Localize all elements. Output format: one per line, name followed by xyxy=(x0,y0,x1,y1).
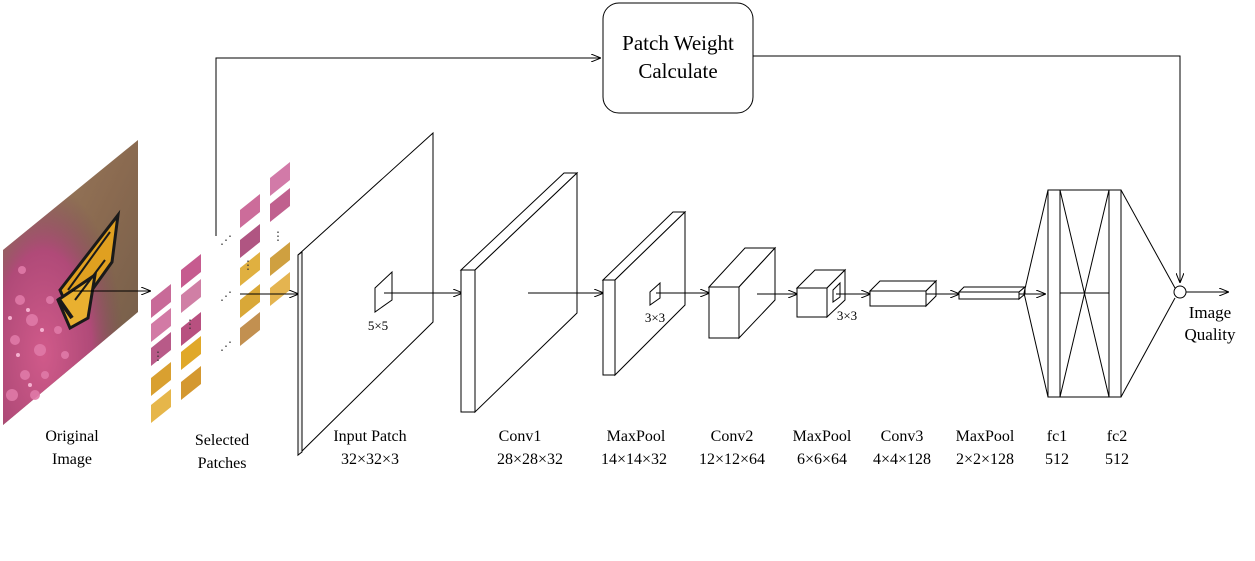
arrow-to-weight-box xyxy=(215,58,600,236)
layer-name-pool1: MaxPool xyxy=(607,428,666,445)
output-label-2: Quality xyxy=(1185,325,1236,344)
layer-name-conv3: Conv3 xyxy=(881,428,924,445)
original-image-label-1: Original xyxy=(45,428,99,445)
layer-name-conv2: Conv2 xyxy=(711,428,754,445)
fc2-block xyxy=(1108,189,1122,398)
layer-name-pool3: MaxPool xyxy=(956,428,1015,445)
layer-dims-fc2: 512 xyxy=(1105,451,1129,468)
layer-dims-conv3: 4×4×128 xyxy=(873,451,931,468)
layer-dims-pool1: 14×14×32 xyxy=(601,451,667,468)
svg-text:⋰: ⋰ xyxy=(220,339,232,353)
selected-patches-label-2: Patches xyxy=(198,455,247,472)
fc-layers xyxy=(1023,189,1176,398)
svg-text:⋮: ⋮ xyxy=(184,317,196,331)
layer-dims-conv2: 12×12×64 xyxy=(699,451,765,468)
svg-text:⋮: ⋮ xyxy=(272,229,284,243)
layer-dims-fc1: 512 xyxy=(1045,451,1069,468)
svg-text:⋰: ⋰ xyxy=(220,289,232,303)
conv2-block xyxy=(707,246,777,340)
layer-name-input: Input Patch xyxy=(333,428,406,445)
kernel-label-3x3-a: 3×3 xyxy=(645,310,665,325)
svg-text:⋮: ⋮ xyxy=(152,349,164,363)
layer-name-conv1: Conv1 xyxy=(499,428,542,445)
original-image xyxy=(3,140,138,425)
svg-text:⋰: ⋰ xyxy=(220,233,232,247)
layer-dims-input: 32×32×3 xyxy=(341,451,399,468)
layer-dims-pool3: 2×2×128 xyxy=(956,451,1014,468)
input-patch-block xyxy=(297,131,434,457)
fc1-block xyxy=(1047,189,1061,398)
kernel-label-3x3-b: 3×3 xyxy=(837,308,857,323)
maxpool3-block xyxy=(957,285,1027,301)
selected-patches-label-1: Selected xyxy=(195,432,249,449)
patch-weight-label-2: Calculate xyxy=(638,59,717,83)
maxpool1-block xyxy=(601,210,687,377)
layer-name-fc2: fc2 xyxy=(1107,428,1127,445)
layer-name-fc1: fc1 xyxy=(1047,428,1067,445)
layer-name-pool2: MaxPool xyxy=(793,428,852,445)
patch-weight-label-1: Patch Weight xyxy=(622,31,734,55)
patch-weight-box xyxy=(602,2,754,114)
layer-dims-pool2: 6×6×64 xyxy=(797,451,847,468)
butterfly-figure xyxy=(56,209,121,331)
layer-dims-conv1: 28×28×32 xyxy=(497,451,563,468)
output-label-1: Image xyxy=(1189,303,1231,322)
svg-text:⋮: ⋮ xyxy=(242,258,254,272)
conv1-block xyxy=(459,171,579,414)
selected-patches: ⋮ ⋮ ⋰ ⋰ ⋰ ⋮ ⋮ xyxy=(151,162,290,423)
arrow-weight-to-output xyxy=(753,55,1180,282)
output-node xyxy=(1173,285,1187,299)
kernel-label-5x5: 5×5 xyxy=(368,318,388,333)
original-image-label-2: Image xyxy=(52,451,92,468)
